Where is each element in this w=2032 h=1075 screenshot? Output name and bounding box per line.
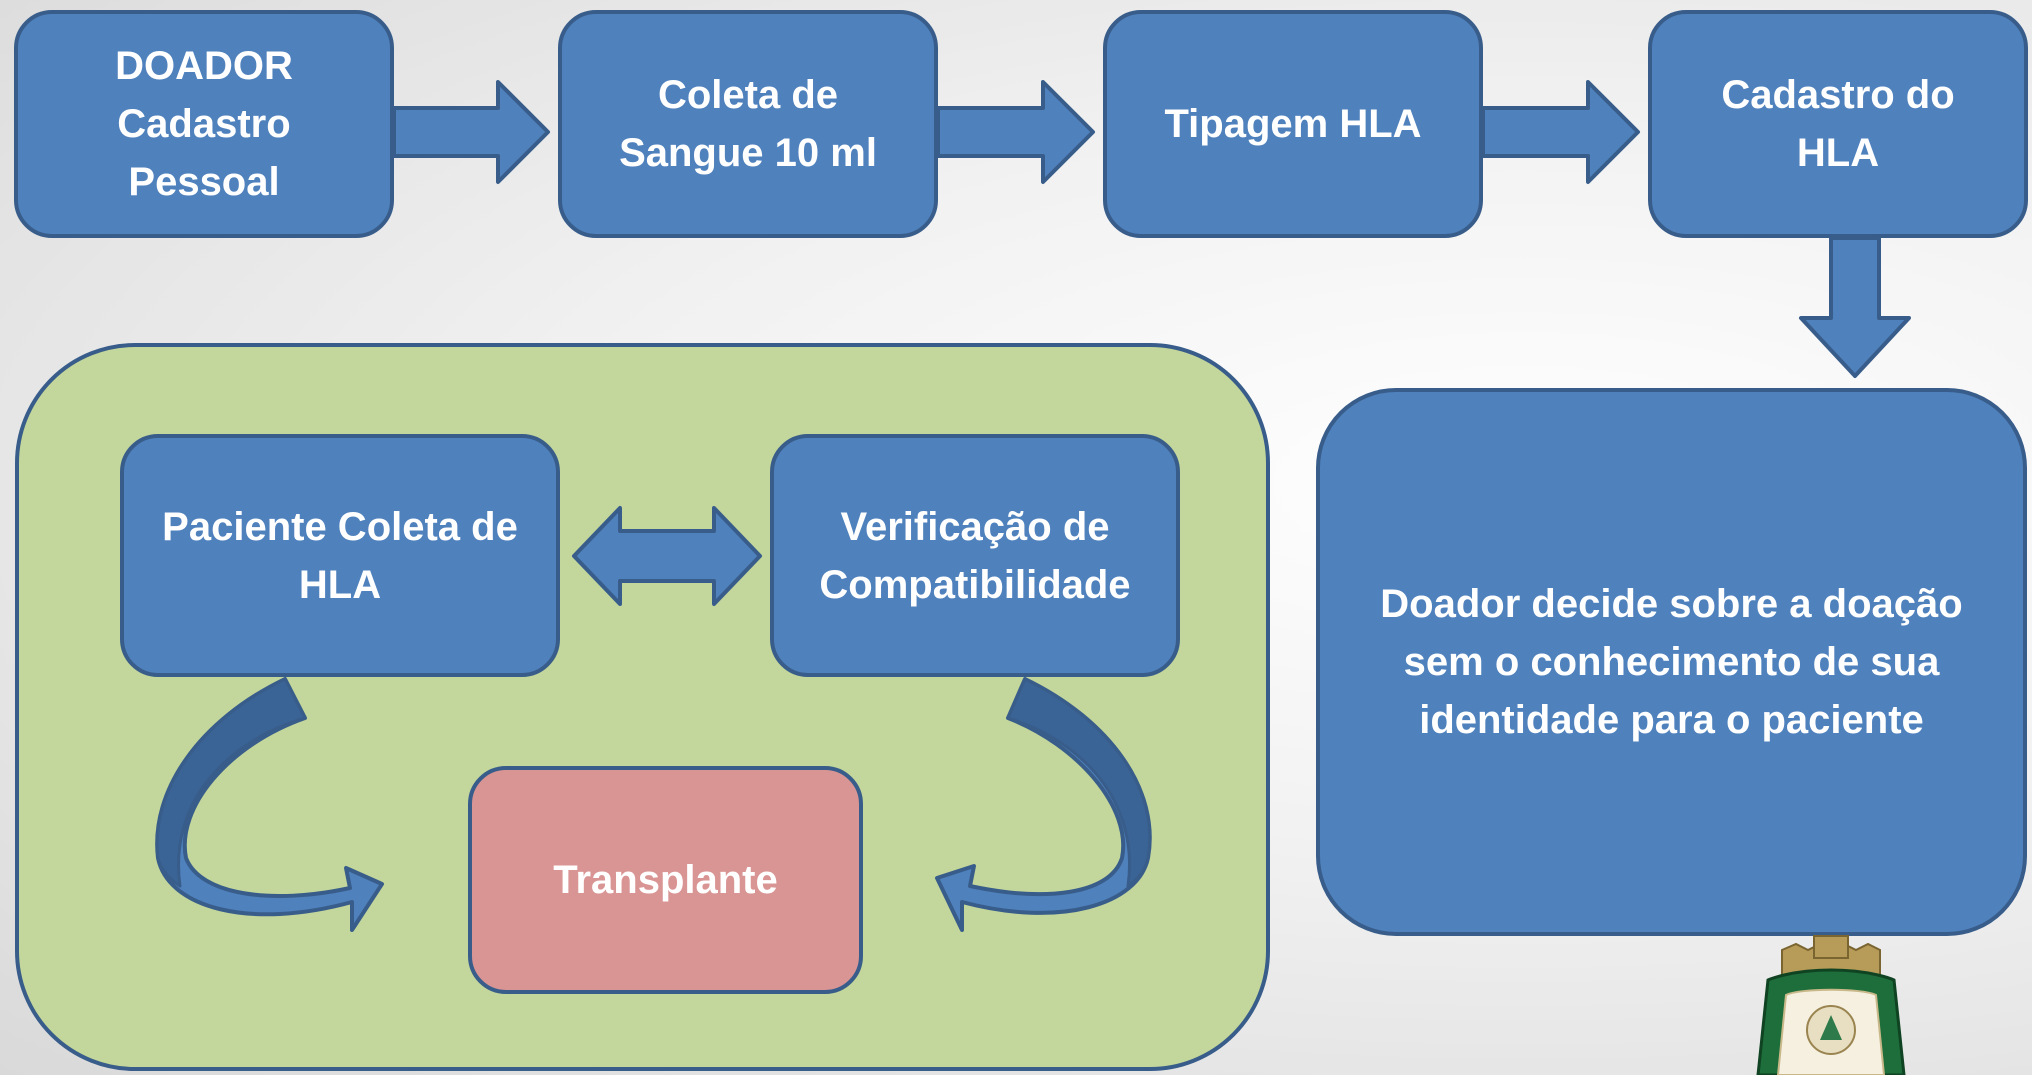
step-doador-box: DOADOR Cadastro Pessoal — [14, 10, 394, 238]
step-tipagem-box: Tipagem HLA — [1103, 10, 1483, 238]
curved-arrow-right — [935, 677, 1152, 932]
arrow-doador-to-coleta — [392, 80, 550, 184]
arrow-cadastro-to-decision — [1799, 236, 1911, 378]
arrow-coleta-to-tipagem — [936, 80, 1095, 184]
paciente-coleta-box: Paciente Coleta de HLA — [120, 434, 560, 677]
verificacao-box: Verificação de Compatibilidade — [770, 434, 1180, 677]
ceara-coat-of-arms-icon — [1756, 935, 1906, 1075]
decision-box: Doador decide sobre a doação sem o conhe… — [1316, 388, 2027, 936]
curved-arrow-left — [155, 677, 384, 932]
transplante-box: Transplante — [468, 766, 863, 994]
arrow-tipagem-to-cadastro — [1481, 80, 1640, 184]
arrow-paciente-verificacao — [572, 506, 762, 606]
step-coleta-box: Coleta de Sangue 10 ml — [558, 10, 938, 238]
